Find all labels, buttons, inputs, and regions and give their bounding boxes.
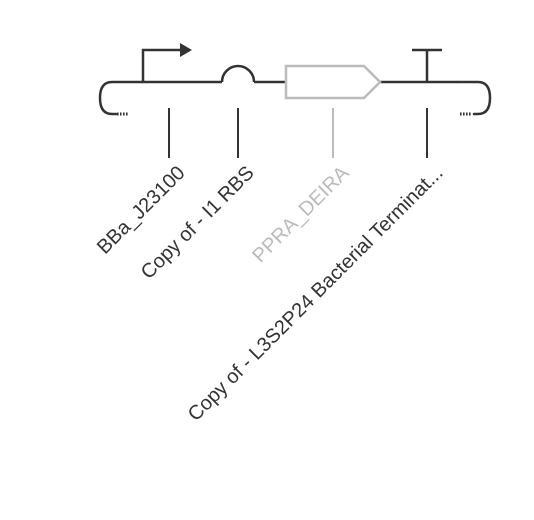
rbs-half-circle-icon[interactable]	[220, 64, 256, 83]
backbone-left-dots	[117, 112, 128, 116]
backbone-left-bracket	[98, 80, 144, 116]
backbone-right-dots	[460, 112, 471, 116]
terminator-t-icon[interactable]	[412, 48, 442, 82]
label-leader-lines	[168, 108, 428, 158]
backbone-right-bracket	[456, 80, 492, 116]
promoter-arrow-icon[interactable]	[141, 43, 192, 82]
cds-arrow-box-icon[interactable]	[284, 64, 382, 100]
part-label-cds[interactable]: PPRA_DEIRA	[248, 162, 354, 268]
